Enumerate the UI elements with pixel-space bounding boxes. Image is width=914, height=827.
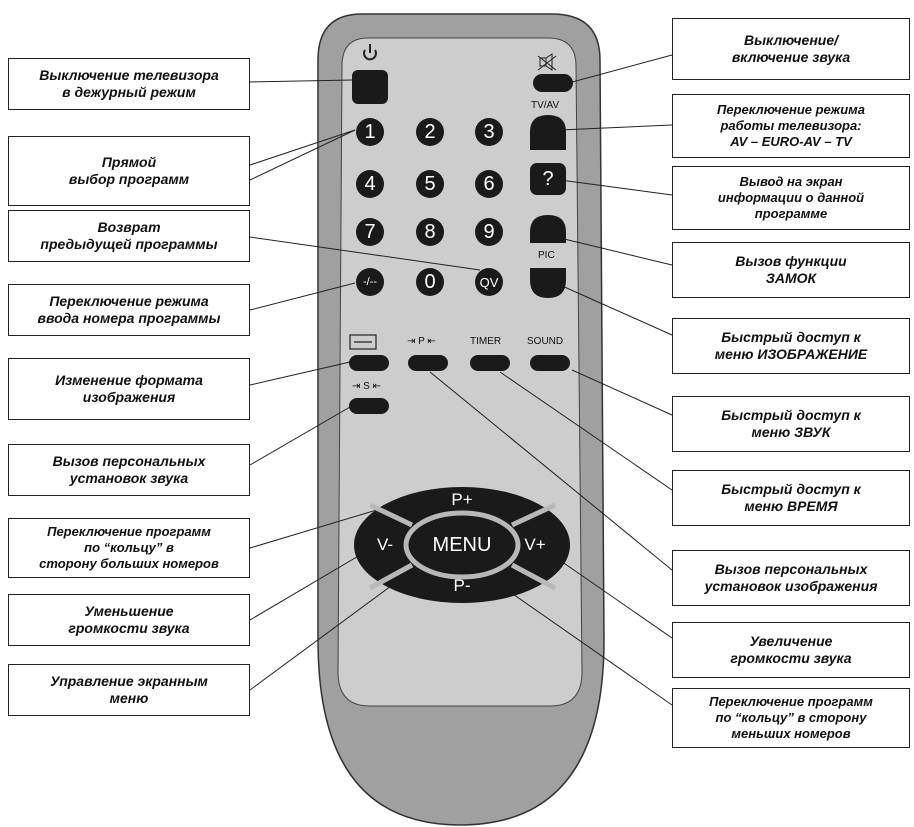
- callout-aspect: Изменение формата изображения: [8, 358, 250, 420]
- input-mode-button[interactable]: -/--: [356, 268, 384, 296]
- menu-ring: [403, 510, 521, 580]
- leader-lines: [249, 54, 673, 706]
- callout-direct-select: Прямой выбор программ: [8, 136, 250, 206]
- menu-button[interactable]: MENU: [432, 533, 492, 556]
- number-2-button[interactable]: 2: [416, 118, 444, 146]
- volume-up-button[interactable]: V+: [524, 535, 546, 554]
- timer-label: TIMER: [470, 336, 502, 347]
- info-button: [530, 163, 566, 195]
- callout-menu: Управление экранным меню: [8, 664, 250, 716]
- program-up-button[interactable]: P+: [451, 490, 473, 509]
- aspect-button[interactable]: [349, 355, 389, 371]
- callout-lock: Вызов функции ЗАМОК: [672, 242, 910, 298]
- pic-label: PIC: [538, 250, 555, 261]
- picture-button: [530, 268, 566, 298]
- callout-standby: Выключение телевизора в дежурный режим: [8, 58, 250, 110]
- tvav-button: [530, 115, 566, 150]
- volume-down-button[interactable]: V-: [376, 535, 394, 554]
- mute-icon: [537, 53, 557, 71]
- s-fav-label: ⇥ S ⇤: [352, 381, 381, 392]
- callout-sound-menu: Быстрый доступ к меню ЗВУК: [672, 396, 910, 452]
- number-8-button[interactable]: 8: [416, 218, 444, 246]
- timer-button[interactable]: [470, 355, 510, 371]
- tvav-label: TV/AV: [531, 100, 560, 111]
- callout-recall: Возврат предыдущей программы: [8, 210, 250, 262]
- power-button: [352, 70, 388, 104]
- callout-mute: Выключение/ включение звука: [672, 18, 910, 80]
- nav-ring-dividers: [368, 502, 557, 591]
- sound-fav-button[interactable]: [349, 398, 389, 414]
- number-4-button[interactable]: 4: [356, 170, 384, 198]
- sound-button[interactable]: [530, 355, 570, 371]
- number-1-button[interactable]: 1: [356, 118, 384, 146]
- mute-button: [533, 74, 573, 92]
- callout-tvav: Переключение режима работы телевизора: A…: [672, 94, 910, 158]
- callout-input-mode: Переключение режима ввода номера програм…: [8, 284, 250, 336]
- p-fav-label: ⇥ P ⇤: [407, 336, 436, 347]
- sound-label: SOUND: [527, 336, 564, 347]
- number-3-button[interactable]: 3: [475, 118, 503, 146]
- number-7-button[interactable]: 7: [356, 218, 384, 246]
- number-9-button[interactable]: 9: [475, 218, 503, 246]
- lock-button: [530, 215, 566, 243]
- callout-time-menu: Быстрый доступ к меню ВРЕМЯ: [672, 470, 910, 526]
- aspect-icon: [349, 334, 377, 350]
- callout-volume-up: Увеличение громкости звука: [672, 622, 910, 678]
- callout-program-down: Переключение программ по “кольцу” в стор…: [672, 688, 910, 748]
- program-down-button[interactable]: P-: [453, 576, 471, 595]
- callout-info: Вывод на экран информации о данной прогр…: [672, 166, 910, 230]
- number-5-button[interactable]: 5: [416, 170, 444, 198]
- qv-button[interactable]: QV: [475, 268, 503, 296]
- callout-volume-down: Уменьшение громкости звука: [8, 594, 250, 646]
- callout-picture-menu: Быстрый доступ к меню ИЗОБРАЖЕНИЕ: [672, 318, 910, 374]
- number-6-button[interactable]: 6: [475, 170, 503, 198]
- callout-picture-personal: Вызов персональных установок изображения: [672, 550, 910, 606]
- callout-program-up: Переключение программ по “кольцу” в стор…: [8, 518, 250, 578]
- number-0-button[interactable]: 0: [416, 268, 444, 296]
- picture-fav-button[interactable]: [408, 355, 448, 371]
- info-glyph: ?: [542, 167, 554, 190]
- power-icon: [363, 44, 377, 61]
- callout-sound-personal: Вызов персональных установок звука: [8, 444, 250, 496]
